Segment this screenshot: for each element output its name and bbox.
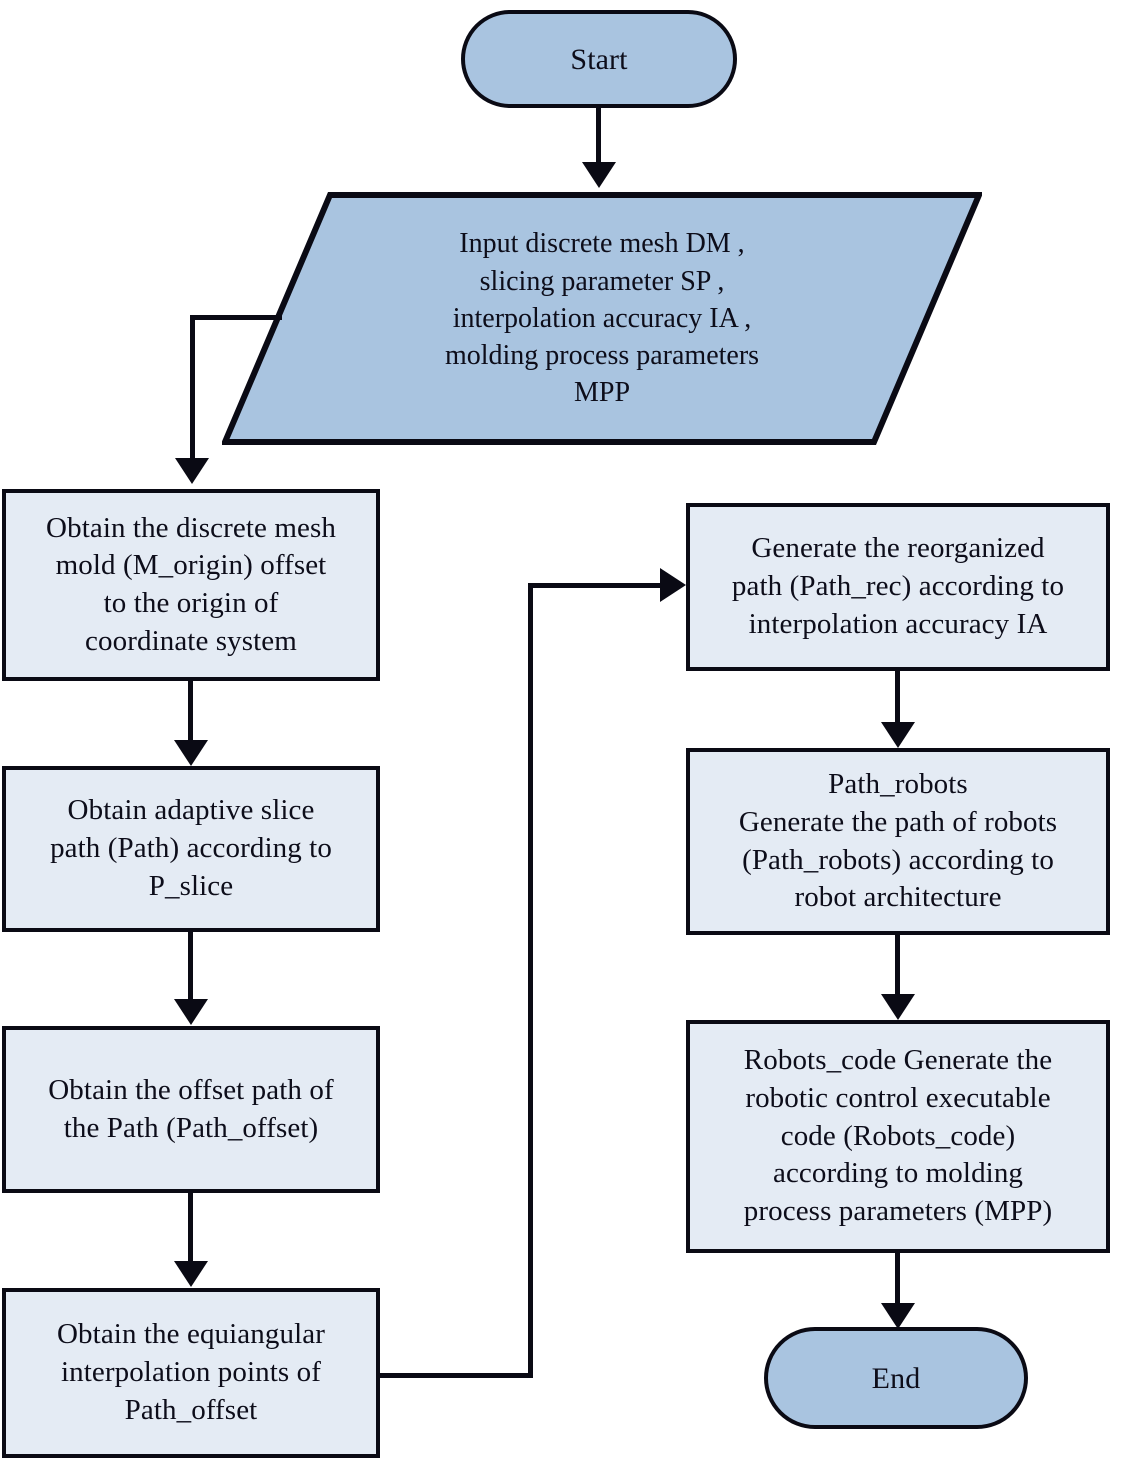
node-left-2-label: Obtain adaptive slice path (Path) accord…	[50, 794, 332, 902]
node-left-1-label: Obtain the discrete mesh mold (M_origin)…	[46, 511, 336, 657]
edge-left2-to-left3-line	[188, 932, 193, 1002]
node-right-generate-robots-code[interactable]: Robots_code Generate the robotic control…	[686, 1020, 1110, 1253]
edge-left2-to-left3-arrow	[174, 999, 208, 1025]
edge-start-to-input-line	[596, 108, 601, 166]
edge-input-to-left1-v	[190, 315, 195, 461]
edge-right1-to-right2-arrow	[881, 722, 915, 748]
edge-left4-to-right1-h-lower	[378, 1373, 533, 1378]
edge-left4-to-right1-arrow	[660, 568, 686, 602]
node-start-label: Start	[570, 42, 628, 76]
node-input[interactable]: Input discrete mesh DM , slicing paramet…	[222, 192, 982, 445]
node-end[interactable]: End	[764, 1327, 1028, 1429]
node-right-generate-reorganized-path[interactable]: Generate the reorganized path (Path_rec)…	[686, 503, 1110, 671]
edge-right2-to-right3-line	[895, 935, 900, 997]
edge-right3-to-end-line	[895, 1253, 900, 1307]
edge-input-to-left1-h	[190, 315, 282, 320]
edge-input-to-left1-arrow	[175, 458, 209, 484]
edge-left4-to-right1-h-upper	[528, 583, 666, 588]
node-left-3-label: Obtain the offset path of the Path (Path…	[48, 1073, 334, 1144]
edge-left3-to-left4-line	[188, 1193, 193, 1265]
node-left-obtain-adaptive-slice-path[interactable]: Obtain adaptive slice path (Path) accord…	[2, 766, 380, 932]
edge-right2-to-right3-arrow	[881, 994, 915, 1020]
edge-left4-to-right1-v	[528, 583, 533, 1378]
node-right-2-label: Path_robots Generate the path of robots …	[738, 768, 1058, 914]
edge-right3-to-end-arrow	[881, 1303, 915, 1329]
node-right-3-label: Robots_code Generate the robotic control…	[743, 1044, 1053, 1228]
edge-right1-to-right2-line	[895, 671, 900, 725]
parallelogram-shape	[222, 192, 982, 445]
node-left-obtain-equiangular-interpolation-points[interactable]: Obtain the equiangular interpolation poi…	[2, 1288, 380, 1458]
node-right-generate-path-of-robots[interactable]: Path_robots Generate the path of robots …	[686, 748, 1110, 935]
edge-left1-to-left2-arrow	[174, 740, 208, 766]
node-left-obtain-discrete-mesh-mold[interactable]: Obtain the discrete mesh mold (M_origin)…	[2, 489, 380, 681]
node-left-4-label: Obtain the equiangular interpolation poi…	[57, 1318, 325, 1426]
node-input-label: Input discrete mesh DM , slicing paramet…	[444, 228, 760, 409]
node-right-1-label: Generate the reorganized path (Path_rec)…	[731, 532, 1065, 640]
node-left-obtain-offset-path[interactable]: Obtain the offset path of the Path (Path…	[2, 1026, 380, 1193]
edge-start-to-input-arrow	[582, 162, 616, 188]
edge-left1-to-left2-line	[188, 681, 193, 743]
edge-left3-to-left4-arrow	[174, 1261, 208, 1287]
node-end-label: End	[871, 1361, 921, 1395]
node-start[interactable]: Start	[461, 10, 737, 108]
